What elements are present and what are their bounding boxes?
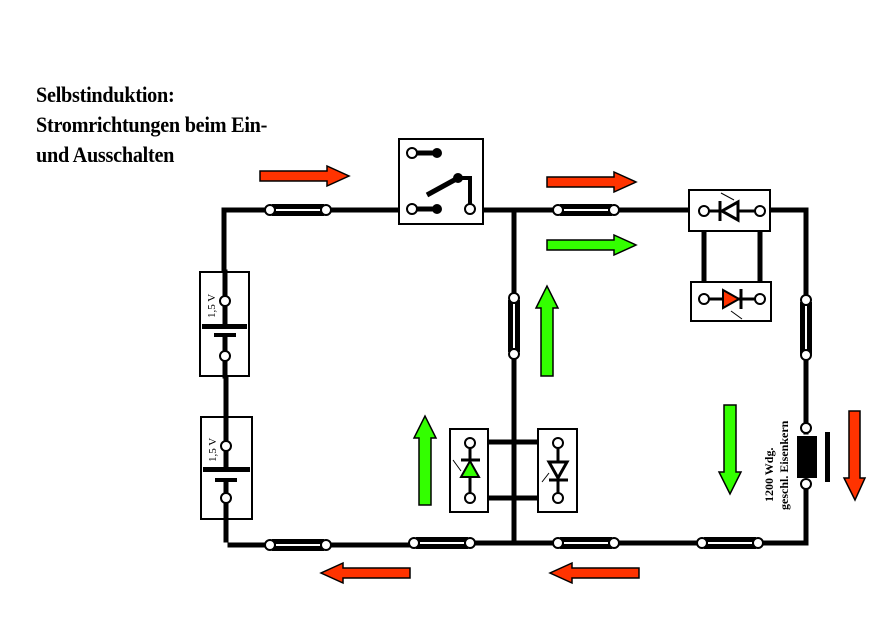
green-arrow-right [717,404,743,496]
connectors [264,204,812,551]
wires [221,207,809,548]
inductor-label-1: 1200 Wdg. [762,448,776,502]
wire-top-right [757,207,809,303]
wire-right-bottom [757,480,809,546]
title-line-1: Selbstinduktion: [36,82,175,107]
title-line-2: Stromrichtungen beim Ein- [36,112,268,137]
red-arrow-right [842,410,867,502]
battery-bottom-label: 1,5 V [207,438,219,462]
red-arrow-top-right [546,170,638,194]
diagram-title: Selbstinduktion: Stromrichtungen beim Ei… [36,80,267,170]
connector-middle-vertical [508,292,520,360]
led-top-upper [688,189,771,232]
battery-bottom: 1,5 V [200,414,253,522]
connector-right-vertical [800,294,812,361]
title-line-3: und Ausschalten [36,142,175,167]
green-arrow-middle [534,284,560,377]
green-arrow-bottom-left [412,414,438,506]
red-arrow-top-left [259,164,351,188]
green-arrow-top-right [546,233,638,257]
red-arrow-bottom-right [548,561,640,585]
red-arrow-bottom-left [319,561,411,585]
led-top-lower [690,281,772,322]
switch[interactable] [398,138,484,225]
inductor: 1200 Wdg. geschl. Eisenkern [762,420,830,510]
connector-bottom-3 [552,537,620,549]
connector-top-middle [552,204,620,216]
green-led-icon [459,458,481,478]
connector-bottom-1 [264,539,332,551]
connector-bottom-2 [408,537,476,549]
battery-top: 1,5 V [199,269,250,379]
connector-bottom-4 [696,537,764,549]
inductor-label-2: geschl. Eisenkern [777,420,791,510]
battery-top-label: 1,5 V [206,294,218,318]
red-led-icon [722,288,742,310]
led-bottom-right [537,428,578,513]
led-bottom-left [449,428,489,513]
arrows [259,164,867,585]
connector-top-left [264,204,332,216]
